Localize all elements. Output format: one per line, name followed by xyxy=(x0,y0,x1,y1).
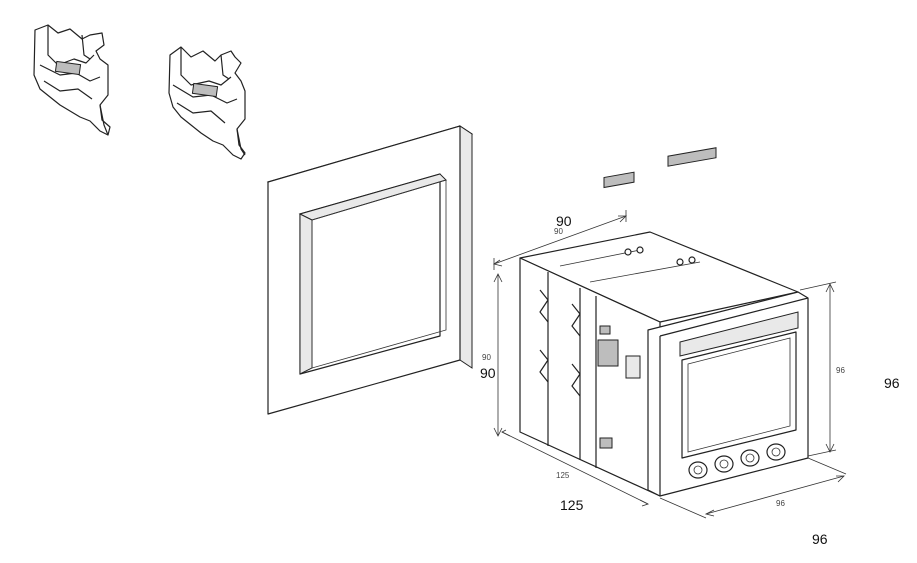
meter-body xyxy=(519,147,809,497)
dim-left-height-ghost: 90 xyxy=(482,353,491,362)
dim-right-height-ghost: 96 xyxy=(836,366,845,375)
mounting-clip-left xyxy=(33,24,111,136)
dim-bottom-width-ghost: 96 xyxy=(776,499,785,508)
dim-bottom-width-label: 96 xyxy=(812,531,828,547)
dim-bottom-depth-ghost: 125 xyxy=(556,471,570,480)
mounting-clip-right xyxy=(168,46,246,160)
dim-top-width-label: 90 xyxy=(556,213,572,229)
dimension-lines xyxy=(493,210,847,519)
dim-left-height-label: 90 xyxy=(480,365,496,381)
meter-buttons xyxy=(688,443,786,479)
dim-right-height-label: 96 xyxy=(884,375,900,391)
dim-bottom-depth-label: 125 xyxy=(560,497,584,513)
dim-top-width-ghost: 90 xyxy=(554,227,563,236)
panel-frame xyxy=(266,125,474,415)
